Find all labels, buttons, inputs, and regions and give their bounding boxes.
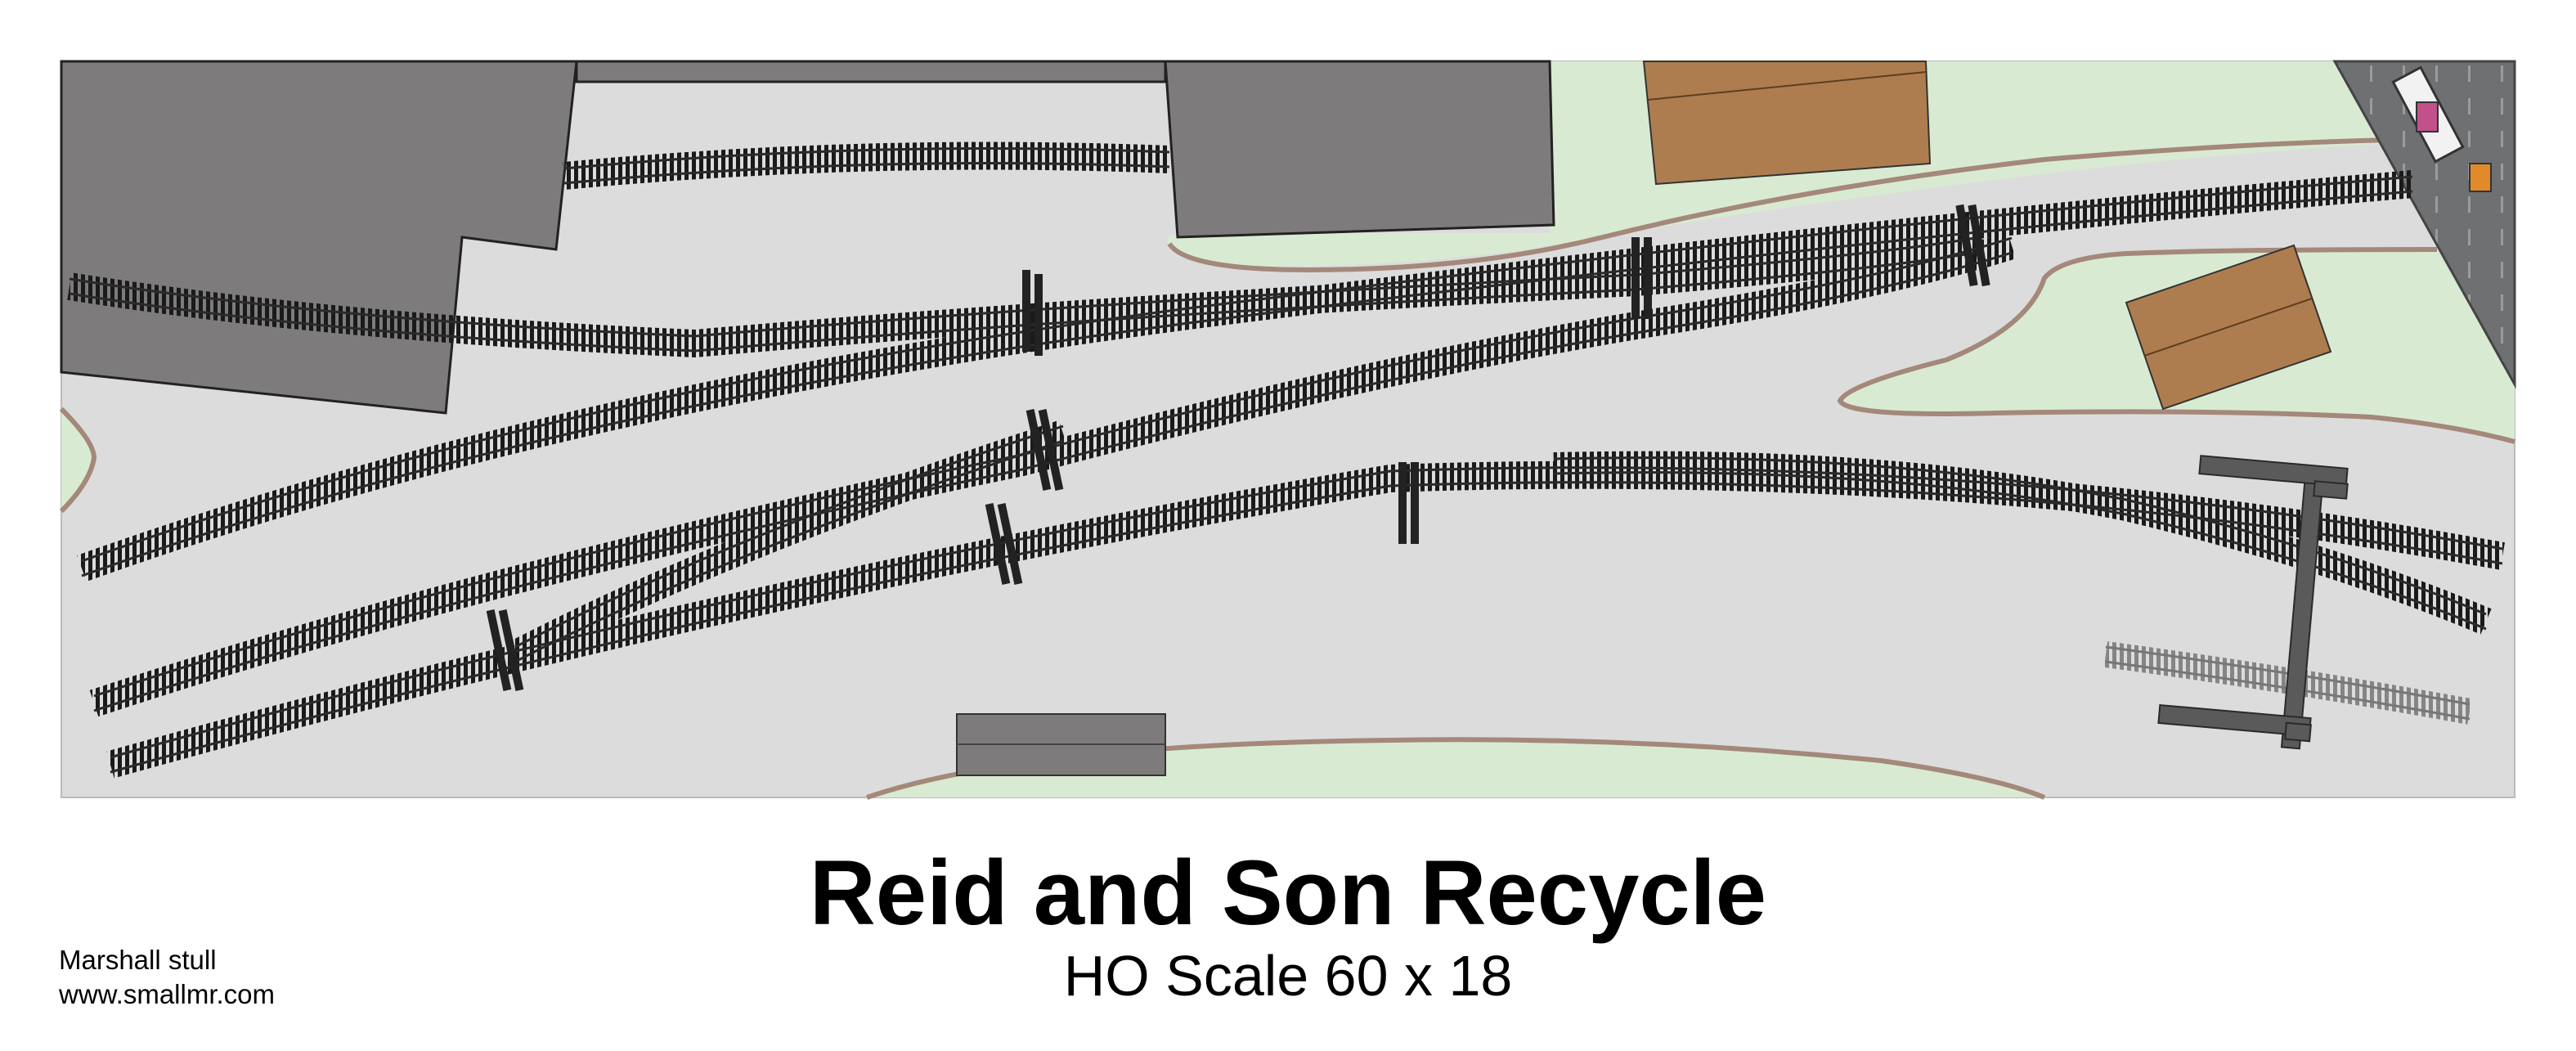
highway — [2332, 60, 2516, 389]
turnout-5 — [1398, 462, 1419, 544]
wood-shed-right-ridge — [2143, 298, 2313, 357]
track-network — [67, 141, 2506, 779]
ramp-top-tab — [2313, 480, 2349, 500]
recycle-shed — [1642, 61, 1932, 186]
car — [2416, 101, 2439, 132]
track-main-2 — [89, 231, 2017, 717]
plan-subtitle: HO Scale 60 x 18 — [1063, 944, 1513, 1008]
track-lead-top — [67, 231, 1977, 358]
shoreline-top — [1167, 137, 2471, 273]
buildings — [60, 60, 2332, 776]
turnout-controls — [486, 204, 1990, 691]
turnout-6 — [1631, 237, 1652, 319]
website-credit: www.smallmr.com — [59, 979, 276, 1009]
turnout-4 — [486, 609, 524, 691]
warehouse-top-strip — [575, 60, 1167, 83]
loading-ramp — [2157, 455, 2349, 750]
ramp-top-bar — [2198, 455, 2349, 487]
turnout-1 — [1022, 270, 1043, 356]
turnout-3 — [985, 503, 1023, 585]
author-credit: Marshall stull — [59, 945, 217, 975]
recycle-shed-ridge — [1647, 71, 1927, 101]
track-crossover — [509, 420, 1068, 667]
track-main-1 — [77, 170, 2414, 582]
highway-road — [2332, 60, 2516, 389]
scenery-left — [61, 409, 94, 511]
track-warehouse-spur — [563, 141, 1170, 190]
plan-title: Reid and Son Recycle — [809, 842, 1767, 944]
track-yard-4 — [1553, 451, 2492, 635]
track-plan-diagram — [59, 60, 2516, 800]
turnout-7 — [1955, 204, 1990, 287]
turnout-2 — [1025, 409, 1064, 491]
car-orange — [2469, 163, 2492, 192]
shoreline-left — [59, 406, 97, 514]
ramp-bottom-tab — [2284, 721, 2312, 743]
warehouse-center — [1164, 60, 1555, 239]
shoreline-island — [1837, 247, 2515, 444]
